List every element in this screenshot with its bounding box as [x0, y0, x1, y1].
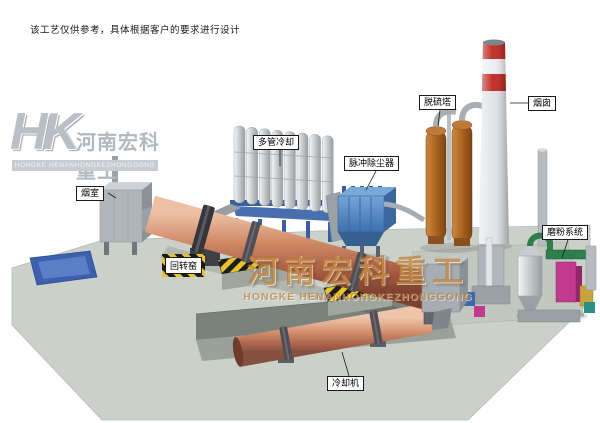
- kiln-discharge-hood: [421, 258, 468, 330]
- pulse-dust-collector-unit: [337, 186, 426, 257]
- company-logo: HK 河南宏科重工 HONGKE HENANHONGKEZHONGGONG: [8, 103, 160, 183]
- disclaimer-text: 该工艺仅供参考，具体根据客户的要求进行设计: [30, 25, 241, 36]
- riding-ring: [347, 251, 367, 293]
- label-cooling-machine: 冷却机: [327, 376, 365, 392]
- label-rotary-kiln-frame: 回转窑: [162, 254, 206, 277]
- chimney-base-equipment: [457, 237, 511, 317]
- girth-gear: [191, 204, 215, 254]
- cooling-cylinder: [235, 303, 433, 367]
- leader-lines: [107, 102, 569, 377]
- grinding-system-unit: [517, 148, 597, 323]
- green-duct: [527, 232, 553, 256]
- label-pulse-dust-collector: 脉冲除尘器: [344, 156, 400, 172]
- rotary-kiln-unit: [144, 195, 445, 313]
- label-chimney: 烟囱: [528, 96, 557, 112]
- outlet-duct: [383, 201, 426, 223]
- riding-ring: [241, 221, 261, 263]
- logo-monogram: HK: [10, 103, 80, 161]
- label-smoke-chamber: 烟室: [76, 186, 105, 202]
- smoke-chamber-unit: [99, 156, 158, 255]
- separator-magenta: [555, 261, 577, 303]
- desulfurization-towers: [425, 101, 488, 246]
- label-desulfurization-tower: 脱硫塔: [419, 95, 457, 111]
- label-grinding-system: 磨粉系统: [542, 225, 589, 241]
- logo-company-name-en: HONGKE HENANHONGKEZHONGGONG: [12, 160, 158, 171]
- label-multi-tube-cooler: 多管冷却: [253, 135, 300, 151]
- cooling-machine-unit: [232, 297, 447, 367]
- label-rotary-kiln: 回转窑: [165, 257, 203, 274]
- chimney-stack: [479, 39, 509, 244]
- mill-body: [517, 255, 543, 297]
- logo-company-name: 河南宏科重工: [76, 132, 160, 183]
